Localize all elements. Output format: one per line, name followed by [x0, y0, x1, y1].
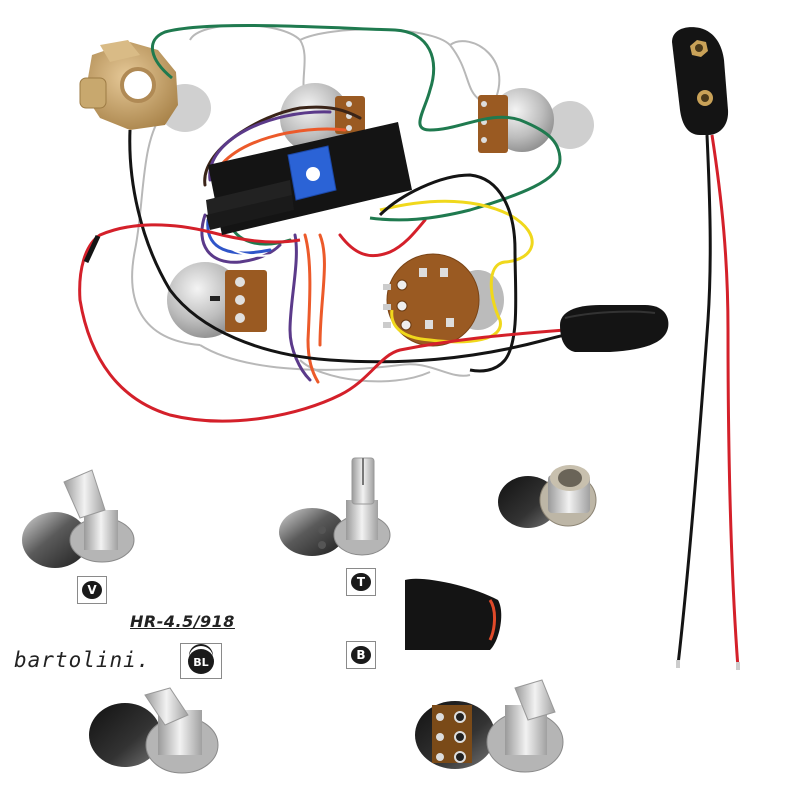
label-volume: V — [77, 576, 107, 604]
black-wire-loop — [378, 173, 518, 373]
treble-label-badge: T — [351, 573, 371, 591]
green-wire — [150, 24, 562, 222]
potentiometer-icon — [89, 687, 219, 774]
heat-shrink — [83, 234, 101, 264]
label-bass: B — [346, 641, 376, 669]
brand-wordmark: bartolini. — [14, 648, 151, 672]
jack-icon — [498, 465, 597, 528]
red-wire — [78, 223, 566, 423]
jack-icon — [79, 40, 178, 130]
trimpot-icon — [287, 145, 337, 201]
lead-tip — [676, 660, 680, 668]
potentiometer-disc — [405, 578, 502, 650]
bl-logo-icon: BL — [188, 648, 214, 674]
potentiometer-icon — [279, 457, 391, 556]
lead-tip — [736, 662, 740, 670]
loose-red-lead — [710, 134, 740, 669]
potentiometer-icon — [415, 679, 564, 773]
potentiometer-icon — [280, 83, 365, 153]
potentiometer-icon — [478, 88, 554, 153]
battery-clip-icon — [672, 27, 729, 136]
model-number: HR-4.5/918 — [130, 612, 235, 631]
potentiometer-icon — [167, 262, 267, 338]
yellow-wire — [379, 199, 534, 344]
loose-black-lead — [676, 134, 712, 666]
brand-logo-box: BL — [180, 643, 222, 679]
treble-pot-disc — [546, 101, 594, 149]
potentiometer-icon — [383, 253, 480, 347]
volume-label-badge: V — [82, 581, 102, 599]
label-treble: T — [346, 568, 376, 596]
bass-label-badge: B — [351, 646, 371, 664]
black-wire — [128, 129, 601, 364]
potentiometer-icon — [22, 469, 135, 568]
reflection — [488, 599, 496, 641]
battery-clip-icon — [560, 305, 669, 352]
ground-wires — [131, 24, 501, 383]
